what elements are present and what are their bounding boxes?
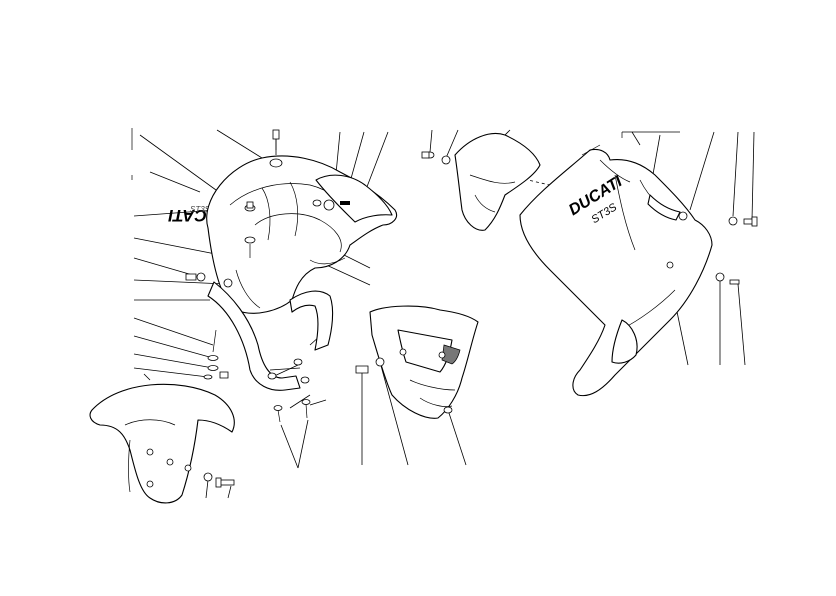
top-screw xyxy=(269,129,283,168)
fairing-fasteners xyxy=(185,199,350,288)
pin-and-washers xyxy=(203,329,229,380)
inner-bracket xyxy=(207,281,334,391)
top-right-strip xyxy=(621,131,680,138)
front-mudguard xyxy=(89,383,235,504)
mount-screws xyxy=(267,358,311,423)
lower-belly-pan xyxy=(355,305,479,419)
right-side-fairing: DUCATI ST3S xyxy=(519,144,713,397)
side-vent-panel xyxy=(421,133,541,231)
upper-front-fairing xyxy=(206,155,398,314)
decal-model-small: ST3S xyxy=(190,205,211,214)
right-fairing-fasteners xyxy=(715,216,758,285)
